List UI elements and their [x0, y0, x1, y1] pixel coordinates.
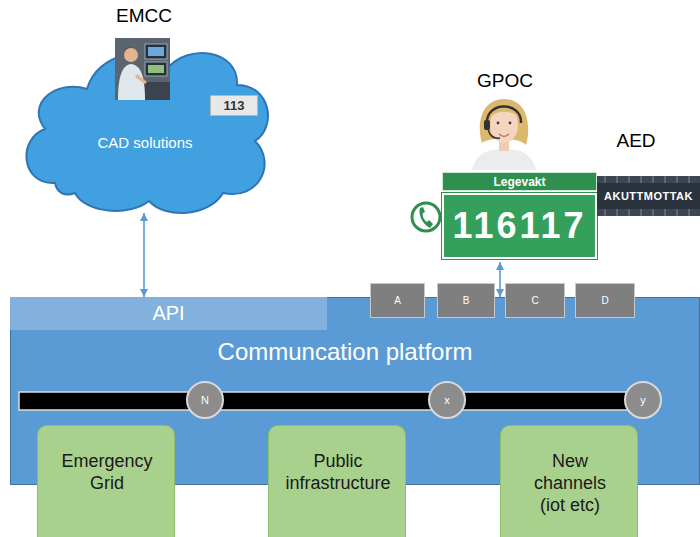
- text-slot: x: [427, 380, 467, 420]
- node-label: 113: [224, 98, 245, 113]
- phone-sign: GPOCLegevakt116117: [410, 172, 597, 262]
- head: [124, 48, 138, 62]
- operator-portrait: [468, 93, 540, 170]
- node-label: N: [201, 394, 209, 406]
- text-slot: AKUTTMOTTAK: [597, 176, 700, 216]
- text-slot: Emergency Grid: [38, 450, 176, 537]
- shirt: [118, 64, 145, 100]
- text-slot: N: [185, 380, 225, 420]
- bus-node: y: [623, 380, 663, 420]
- text-slot: 116117: [442, 193, 597, 259]
- photo-ground: [115, 38, 170, 100]
- text-slot: D: [576, 284, 634, 317]
- text-slot: Communcation platform: [185, 336, 505, 368]
- text-slot: New channels (iot etc): [501, 450, 639, 537]
- text-slot: y: [623, 380, 663, 420]
- node-label: EMCC: [116, 5, 172, 27]
- node-label: y: [640, 394, 646, 406]
- node-label: x: [444, 394, 450, 406]
- shirt: [472, 150, 536, 170]
- bus-node: N: [185, 380, 225, 420]
- text-slot: Legevakt: [442, 172, 597, 191]
- node-label: B: [463, 295, 470, 306]
- text-slot: CAD solutions: [55, 131, 235, 153]
- screen: [148, 65, 164, 73]
- node-label: 116117: [452, 206, 586, 246]
- mouth: [499, 134, 509, 136]
- double-arrow: [499, 262, 501, 297]
- screen: [148, 47, 164, 56]
- facade-band: [597, 209, 700, 216]
- node-label: C: [531, 295, 538, 306]
- channel-box: C: [505, 283, 565, 318]
- bus-node: x: [427, 380, 467, 420]
- node-label: GPOC: [477, 70, 533, 92]
- text-slot: Public infrastructure: [269, 450, 407, 537]
- monitor: [145, 62, 167, 76]
- facade-band: [597, 176, 700, 183]
- entrance-sign: AEDAKUTTMOTTAK: [597, 176, 700, 216]
- hair: [124, 47, 138, 52]
- text-slot: GPOC: [465, 68, 545, 94]
- node-label: Public infrastructure: [278, 450, 398, 494]
- monitor: [145, 44, 167, 59]
- hair: [480, 99, 528, 145]
- text-slot: C: [506, 284, 564, 317]
- phone-handset: [419, 207, 433, 228]
- channel-box: D: [575, 283, 635, 318]
- api-bar: API: [10, 297, 327, 330]
- bus-bar: [18, 391, 654, 411]
- eye: [497, 122, 500, 125]
- infrastructure-box: Emergency Grid: [37, 425, 175, 537]
- text-slot: AED: [606, 128, 666, 154]
- arm: [135, 74, 147, 84]
- node-label: Communcation platform: [218, 338, 473, 366]
- double-arrow: [143, 213, 145, 297]
- channel-box: B: [437, 283, 495, 318]
- node-label: A: [394, 295, 401, 306]
- channel-box: A: [370, 283, 425, 318]
- headset-band: [487, 107, 521, 124]
- text-slot: API: [10, 297, 327, 330]
- operator-photo: [115, 38, 170, 100]
- cloud-shape: EMCCCAD solutions113: [15, 35, 273, 213]
- infrastructure-box: Public infrastructure: [268, 425, 406, 537]
- headset-ear: [484, 120, 490, 130]
- node-label: API: [152, 302, 184, 325]
- node-label: New channels (iot etc): [525, 450, 615, 516]
- phone-ring: [412, 203, 440, 231]
- eye: [509, 122, 512, 125]
- text-slot: B: [438, 284, 494, 317]
- text-slot: 113: [211, 96, 257, 115]
- node-label: Legevakt: [493, 175, 545, 189]
- node-label: Emergency Grid: [55, 450, 160, 494]
- text-slot: A: [371, 284, 424, 317]
- number-tile: 113: [210, 95, 258, 116]
- circle-fill: [187, 382, 223, 418]
- text-slot: EMCC: [94, 3, 194, 29]
- desk: [141, 82, 170, 100]
- infrastructure-box: New channels (iot etc): [500, 425, 638, 537]
- node-label: AKUTTMOTTAK: [604, 190, 693, 202]
- headset-mic: [488, 129, 500, 138]
- node-label: CAD solutions: [97, 134, 192, 151]
- node-label: D: [601, 295, 608, 306]
- node-label: AED: [616, 130, 655, 152]
- circle-fill: [625, 382, 661, 418]
- circle-fill: [429, 382, 465, 418]
- bus-line: [19, 392, 653, 410]
- phone-icon: [410, 178, 442, 256]
